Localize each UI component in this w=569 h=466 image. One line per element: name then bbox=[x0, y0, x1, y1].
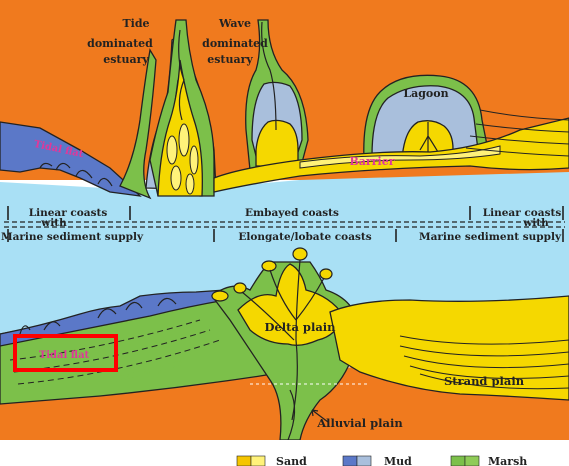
barrier-label: Barrier bbox=[350, 155, 395, 168]
legend-sand-swatch-a bbox=[237, 456, 251, 466]
legend-sand-swatch-b bbox=[251, 456, 265, 466]
elongate-lobate-label: Elongate/lobate coasts bbox=[238, 231, 371, 243]
legend-marsh: Marsh bbox=[451, 455, 527, 466]
legend-marsh-label: Marsh bbox=[488, 455, 527, 466]
legend-mud-swatch-b bbox=[357, 456, 371, 466]
legend-marsh-swatch-a bbox=[451, 456, 465, 466]
tidal-flat-bottom-label: Tidal flat bbox=[39, 350, 90, 361]
tide-estuary-label-2: dominated bbox=[87, 37, 153, 50]
wave-estuary-label-1: Wave bbox=[218, 17, 251, 30]
tide-estuary-label-3: estuary bbox=[103, 53, 149, 66]
legend-mud-swatch-a bbox=[343, 456, 357, 466]
legend-sand-label: Sand bbox=[276, 455, 307, 466]
with-right-label: with bbox=[522, 217, 549, 229]
delta-plain-label: Delta plain bbox=[264, 320, 336, 334]
linear-coasts-right-label: Linear coasts bbox=[483, 207, 562, 219]
strand-plain-label: Strand plain bbox=[444, 374, 525, 388]
marine-supply-right-label: Marine sediment supply bbox=[419, 231, 562, 243]
with-left-label: with bbox=[40, 217, 67, 229]
marine-supply-left-label: Marine sediment supply bbox=[1, 231, 144, 243]
wave-estuary-label-2: dominated bbox=[202, 37, 268, 50]
tide-estuary-label-1: Tide bbox=[122, 17, 149, 30]
alluvial-plain-label: Alluvial plain bbox=[316, 416, 403, 430]
legend-marsh-swatch-b bbox=[465, 456, 479, 466]
wave-estuary-label-3: estuary bbox=[207, 53, 253, 66]
lagoon-label: Lagoon bbox=[403, 87, 448, 100]
embayed-coasts-label: Embayed coasts bbox=[245, 207, 339, 219]
legend-mud-label: Mud bbox=[384, 455, 412, 466]
